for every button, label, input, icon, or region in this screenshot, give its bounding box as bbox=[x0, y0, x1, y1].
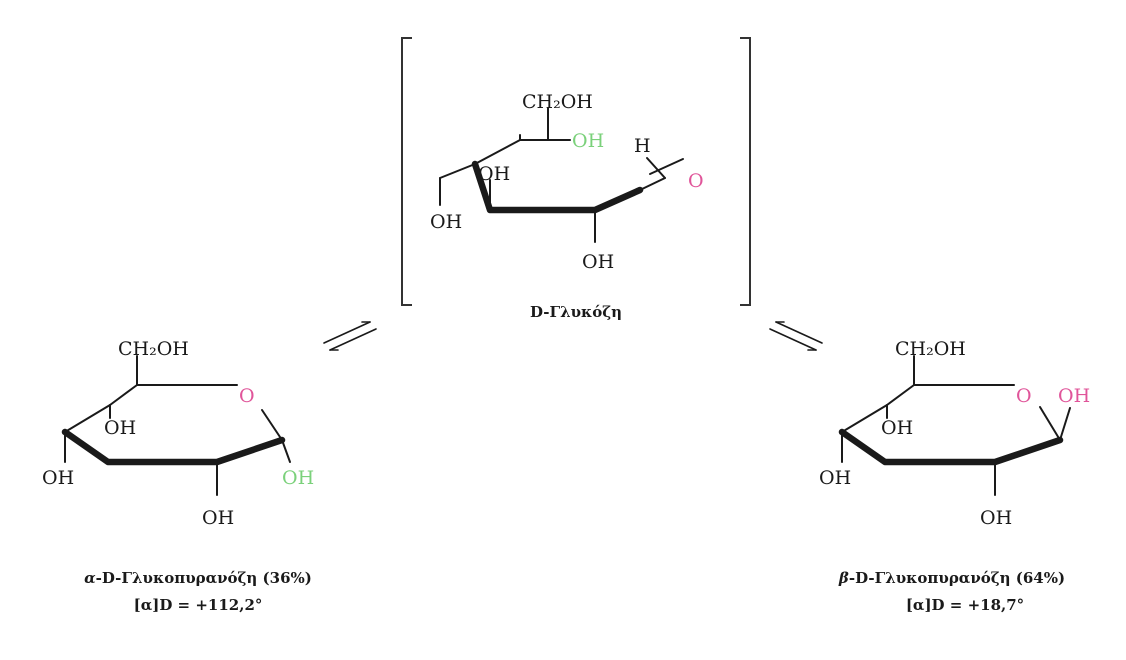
ring-o-label-magenta: O bbox=[1016, 385, 1032, 407]
ch2oh-label: CH₂OH bbox=[118, 338, 189, 360]
oh-label: OH bbox=[582, 251, 614, 273]
bond bbox=[474, 139, 521, 165]
oh-label: OH bbox=[202, 507, 234, 529]
beta-name: β-D-Γλυκοπυρανόζη (64%) bbox=[838, 569, 1065, 587]
alpha-glucopyranose: CH₂OH O OH OH OH OH α-D-Γλυκοπυρανόζη (3… bbox=[42, 338, 314, 614]
beta-rotation: [α]D = +18,7° bbox=[906, 596, 1024, 614]
ring-o-label-magenta: O bbox=[239, 385, 255, 407]
right-bracket bbox=[740, 37, 751, 306]
bold-front-bond bbox=[61, 428, 286, 466]
alpha-rotation: [α]D = +112,2° bbox=[134, 596, 263, 614]
oh-label: OH bbox=[430, 211, 462, 233]
oh-label: OH bbox=[478, 163, 510, 185]
bond bbox=[639, 177, 666, 191]
equilibrium-arrow-right bbox=[769, 321, 823, 351]
oh-label: OH bbox=[42, 467, 74, 489]
ch2oh-label: CH₂OH bbox=[895, 338, 966, 360]
bond bbox=[64, 404, 111, 433]
bond bbox=[1039, 406, 1061, 441]
beta-glucopyranose: CH₂OH O OH OH OH OH β-D-Γλυκοπυρανόζη (6… bbox=[819, 338, 1090, 614]
bond bbox=[109, 384, 138, 406]
bold-front-bond bbox=[838, 428, 1064, 466]
open-chain-name: D-Γλυκόζη bbox=[530, 303, 622, 321]
bold-front-bond bbox=[471, 160, 644, 214]
bond bbox=[886, 384, 915, 406]
alpha-name: α-D-Γλυκοπυρανόζη (36%) bbox=[84, 569, 312, 587]
anomeric-oh-label-green: OH bbox=[282, 467, 314, 489]
oh-label: OH bbox=[819, 467, 851, 489]
oh-label: OH bbox=[881, 417, 913, 439]
oh-label: OH bbox=[980, 507, 1012, 529]
anomeric-oh-label-magenta: OH bbox=[1058, 385, 1090, 407]
oh-label-green: OH bbox=[572, 130, 604, 152]
left-bracket bbox=[401, 37, 412, 306]
bond bbox=[841, 404, 888, 433]
equilibrium-arrow-left bbox=[323, 321, 377, 351]
oh-label: OH bbox=[104, 417, 136, 439]
bond bbox=[646, 157, 666, 179]
bond bbox=[261, 409, 283, 441]
bond bbox=[1059, 407, 1071, 441]
ch2oh-label: CH₂OH bbox=[522, 91, 593, 113]
bond bbox=[439, 163, 476, 179]
h-label: H bbox=[634, 135, 651, 157]
bond bbox=[281, 439, 291, 463]
o-label-magenta: O bbox=[688, 170, 704, 192]
bond bbox=[649, 158, 684, 175]
open-chain-glucose: CH₂OH OH H O OH OH OH D-Γλυκόζη bbox=[401, 37, 751, 321]
